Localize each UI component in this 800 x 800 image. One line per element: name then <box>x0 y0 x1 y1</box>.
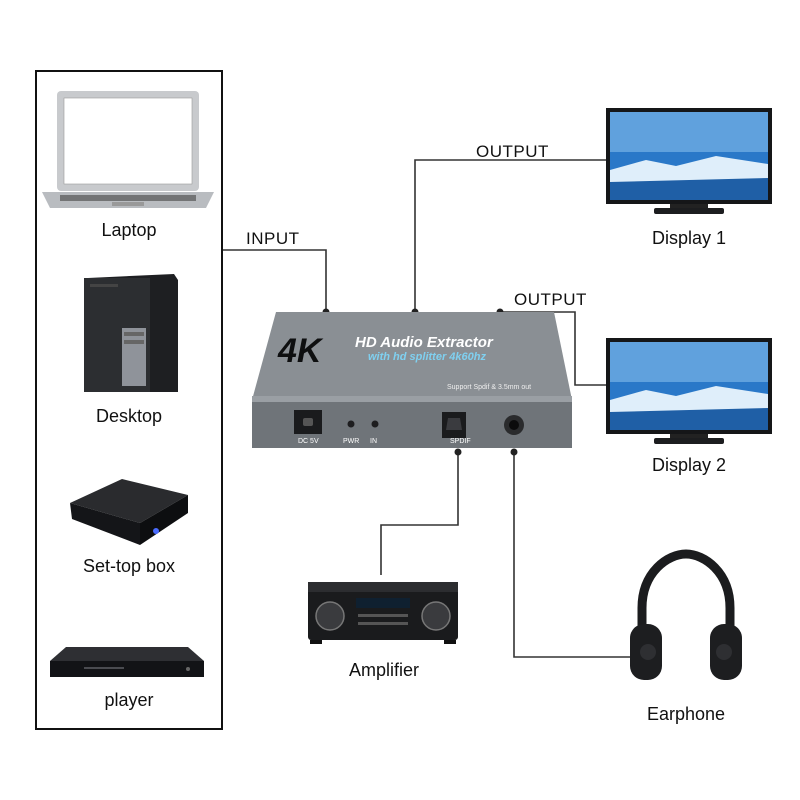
port-label-pwr: PWR <box>343 438 360 445</box>
earphone-wire <box>513 452 630 658</box>
output-wire-1 <box>414 159 606 312</box>
input-wire <box>223 249 327 312</box>
tv-display-icon <box>606 108 772 214</box>
tv-display-icon <box>606 338 772 444</box>
desktop-tower-icon <box>84 274 178 392</box>
output-label-1: OUTPUT <box>476 142 549 161</box>
amplifier-icon <box>308 582 458 644</box>
port-label-in: IN <box>370 438 377 445</box>
display-label-1: Display 1 <box>651 228 727 248</box>
output-label-2: OUTPUT <box>514 290 587 309</box>
output-label-earphone: Earphone <box>646 704 726 724</box>
spdif-wire <box>380 452 459 575</box>
hd-audio-extractor-device <box>252 312 572 448</box>
input-sources-panel <box>35 70 223 730</box>
port-label-dc: DC 5V <box>298 438 319 445</box>
device-subtitle: with hd splitter 4k60hz <box>368 351 486 363</box>
headphones-icon <box>630 549 742 680</box>
device-4k-badge: 4K <box>278 332 322 370</box>
input-label: INPUT <box>246 229 300 248</box>
source-label-player: player <box>104 690 154 710</box>
display-label-2: Display 2 <box>651 455 727 475</box>
media-player-icon <box>50 647 204 677</box>
source-label-settopbox: Set-top box <box>82 556 176 576</box>
laptop-icon <box>42 91 214 208</box>
port-label-spdif: SPDIF <box>450 438 471 445</box>
device-support-text: Support Spdif & 3.5mm out <box>447 384 532 391</box>
source-label-laptop: Laptop <box>101 220 157 240</box>
source-label-desktop: Desktop <box>95 406 163 426</box>
set-top-box-icon <box>70 479 188 545</box>
device-title: HD Audio Extractor <box>355 334 493 351</box>
output-label-amplifier: Amplifier <box>348 660 419 680</box>
